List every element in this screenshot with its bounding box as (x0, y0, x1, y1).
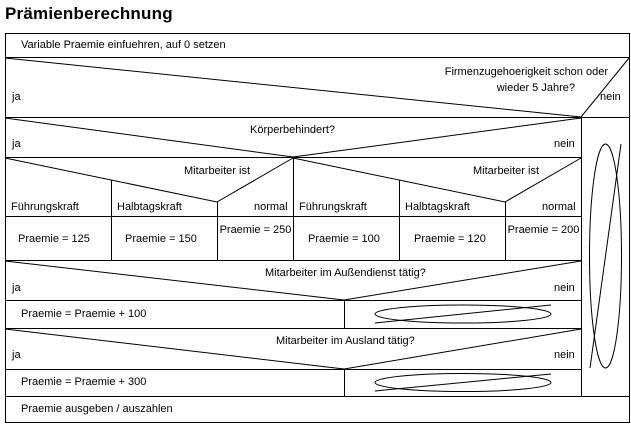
case-left-option-2: Halbtagskraft (117, 201, 182, 213)
case-right-option-3: normal (542, 201, 576, 213)
case-right-option-2: Halbtagskraft (405, 201, 470, 213)
case-right-diagonal (292, 157, 582, 203)
diagram-title: Prämienberechnung (5, 4, 173, 23)
diagram-frame (5, 33, 630, 423)
case-left-result-2: Praemie = 150 (125, 233, 197, 245)
case-right-result-3: Praemie = 200 (507, 224, 580, 236)
disabled-no-label: nein (554, 138, 575, 150)
field-diagonal-left (4, 260, 345, 301)
disabled-question: Körperbehindert? (250, 124, 336, 136)
case-right-result-2: Praemie = 120 (414, 233, 486, 245)
case-left-option-1: Führungskraft (11, 201, 79, 213)
disabled-diagonal-right (292, 117, 582, 158)
loop-yes-label: ja (12, 91, 21, 103)
case-right-option-1: Führungskraft (299, 201, 367, 213)
abroad-question: Mitarbeiter im Ausland tätig? (276, 335, 415, 347)
abroad-action: Praemie = Praemie + 300 (21, 376, 147, 388)
field-no-label: nein (554, 282, 575, 294)
field-action: Praemie = Praemie + 100 (21, 308, 147, 320)
empty-branch-symbol-field (374, 304, 552, 324)
loop-diagonal-left (4, 57, 582, 118)
case-right-question: Mitarbeiter ist (473, 165, 540, 177)
loop-condition-line-1: Firmenzugehoerigkeit schon oder (444, 66, 608, 78)
disabled-yes-label: ja (12, 138, 21, 150)
case-left-option-3: normal (254, 201, 288, 213)
abroad-diagonal-right (343, 328, 582, 370)
field-yes-label: ja (12, 282, 21, 294)
loop-diagonal-right (580, 57, 630, 118)
abroad-yes-label: ja (12, 349, 21, 361)
empty-branch-symbol-loop (589, 143, 622, 369)
empty-branch-slash-field (374, 304, 552, 324)
field-diagonal-right (343, 260, 582, 301)
loop-condition-line-2: wieder 5 Jahre? (496, 82, 575, 94)
case-left-diagonal (4, 157, 294, 203)
empty-branch-slash-loop (589, 143, 622, 369)
case-right-result-1: Praemie = 100 (308, 233, 380, 245)
loop-no-label: nein (600, 91, 621, 103)
init-statement: Variable Praemie einfuehren, auf 0 setze… (21, 39, 226, 51)
empty-branch-symbol-abroad (374, 373, 552, 392)
case-left-question: Mitarbeiter ist (184, 165, 251, 177)
disabled-diagonal-left (4, 117, 294, 158)
abroad-diagonal-left (4, 328, 345, 370)
empty-branch-slash-abroad (374, 373, 552, 392)
output-statement: Praemie ausgeben / auszahlen (21, 403, 173, 415)
case-left-result-3: Praemie = 250 (219, 224, 292, 236)
abroad-no-label: nein (554, 349, 575, 361)
case-left-result-1: Praemie = 125 (18, 233, 90, 245)
field-question: Mitarbeiter im Außendienst tätig? (265, 267, 426, 279)
